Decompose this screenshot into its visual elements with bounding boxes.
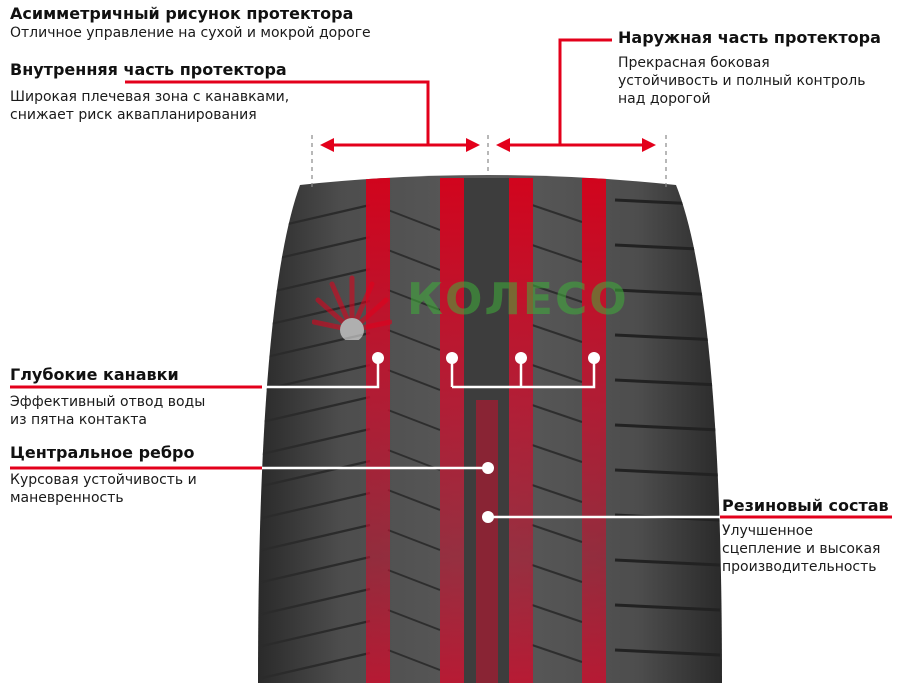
outer-tread-desc-line-1: Прекрасная боковая [618, 55, 770, 71]
rubber-compound-desc-line-2: сцепление и высокая [722, 541, 881, 557]
rubber-compound-desc-line-1: Улучшенное [722, 523, 813, 539]
width-guides [311, 135, 667, 190]
outer-tread-title: Наружная часть протектора [618, 28, 881, 47]
groove-1-dot [372, 352, 384, 364]
grooves-leader-white [262, 358, 380, 389]
label-asymmetric: Асимметричный рисунок протектора Отлично… [10, 4, 371, 42]
center-rib-title: Центральное ребро [10, 443, 195, 462]
groove-4-pointer [452, 358, 596, 389]
rubber-compound-title: Резиновый состав [722, 496, 889, 515]
outer-width-arrow [496, 138, 656, 152]
center-rib-highlight [476, 400, 498, 683]
watermark-logo: КОЛЕСО [312, 270, 672, 340]
groove-2 [440, 178, 464, 683]
inner-rib-sipes [387, 209, 441, 671]
label-inner-tread: Внутренняя часть протектора Широкая плеч… [10, 60, 289, 124]
label-outer-tread: Наружная часть протектора Прекрасная бок… [618, 28, 881, 108]
rubber-dot [482, 511, 494, 523]
deep-grooves-desc-line-1: Эффективный отвод воды [10, 394, 206, 410]
label-center-rib: Центральное ребро Курсовая устойчивость … [10, 443, 197, 507]
deep-grooves-desc-line-2: из пятна контакта [10, 412, 148, 428]
deep-grooves-title: Глубокие канавки [10, 365, 179, 384]
groove-1 [366, 178, 390, 683]
groove-3 [509, 178, 533, 683]
inner-tread-desc-line-2: снижает риск аквапланирования [10, 107, 257, 123]
watermark-text: КОЛЕСО [407, 274, 629, 325]
groove-4 [582, 178, 606, 683]
inner-leader-line [125, 80, 430, 145]
outer-rib-sipes [531, 204, 583, 663]
inner-tread-title: Внутренняя часть протектора [10, 60, 287, 79]
center-rib-desc-line-1: Курсовая устойчивость и [10, 472, 197, 488]
groove-4-dot [588, 352, 600, 364]
groove-2-dot [446, 352, 458, 364]
inner-width-arrow [320, 138, 480, 152]
label-deep-grooves: Глубокие канавки Эффективный отвод воды … [10, 365, 205, 429]
rubber-compound-desc-line-3: производительность [722, 559, 877, 575]
outer-tread-desc-line-3: над дорогой [618, 91, 711, 107]
right-shoulder-blocks [614, 198, 721, 657]
center-rib-desc-line-2: маневренность [10, 490, 124, 506]
center-rib-dot [482, 462, 494, 474]
groove-3-dot [515, 352, 527, 364]
asymmetric-desc-line: Отличное управление на сухой и мокрой до… [10, 25, 371, 41]
sun-rays-logo-icon [312, 275, 392, 340]
outer-leader-line [558, 38, 612, 145]
outer-tread-desc-line-2: устойчивость и полный контроль [618, 73, 866, 89]
asymmetric-title: Асимметричный рисунок протектора [10, 4, 354, 23]
label-rubber-compound: Резиновый состав Улучшенное сцепление и … [722, 496, 889, 576]
inner-tread-desc-line-1: Широкая плечевая зона с канавками, [10, 89, 290, 105]
